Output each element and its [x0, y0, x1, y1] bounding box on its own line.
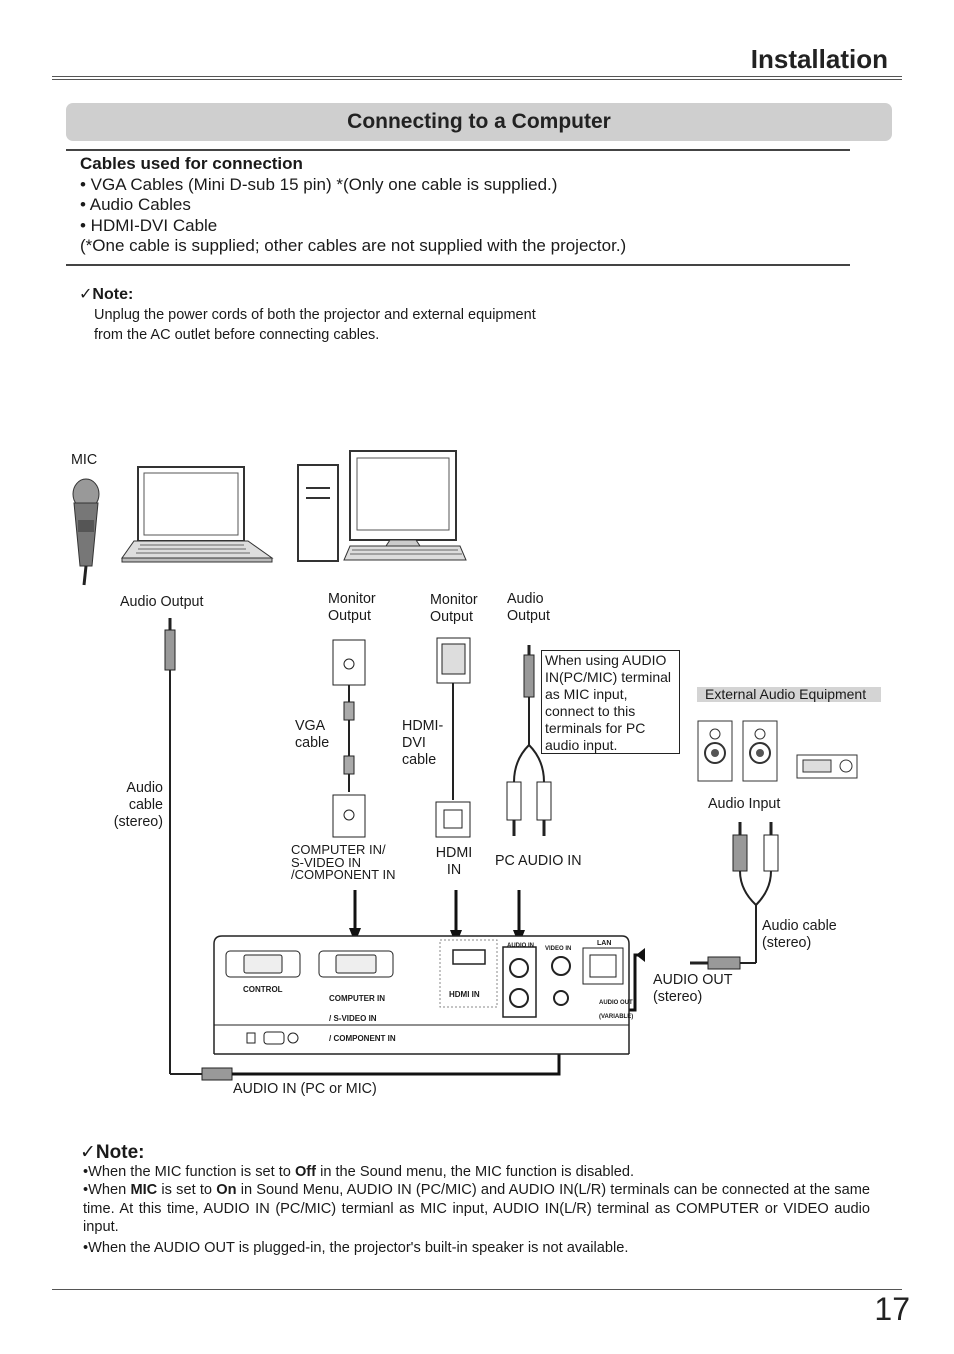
mic-callout-box: When using AUDIO IN(PC/MIC) terminal as …	[541, 650, 680, 754]
cables-rule-bottom	[66, 264, 850, 266]
note-bottom: ✓Note: •When the MIC function is set to …	[80, 1142, 870, 1257]
label-audio-input: Audio Input	[708, 796, 781, 812]
page-number: 17	[874, 1291, 910, 1327]
desktop-computer-icon	[297, 450, 467, 562]
section-title: Connecting to a Computer	[347, 110, 611, 133]
note-heading: ✓Note:	[80, 1142, 145, 1163]
panel-label-lan: LAN	[597, 940, 612, 947]
label-audio-cable-right: Audio cable (stereo)	[762, 918, 837, 951]
note-text: Unplug the power cords of both the proje…	[94, 307, 536, 343]
label-computer-in: COMPUTER IN/ S-VIDEO IN /COMPONENT IN	[291, 842, 396, 882]
label-mic: MIC	[71, 452, 98, 468]
note-item: •When the AUDIO OUT is plugged-in, the p…	[83, 1239, 629, 1256]
panel-label-hdmi: HDMI IN	[449, 990, 480, 999]
label-external-audio: External Audio Equipment	[697, 687, 881, 702]
label-monitor-output-2: Monitor Output	[430, 592, 478, 625]
label-hdmi-in: HDMI IN	[435, 845, 473, 878]
label-audio-cable-left: Audio cable (stereo)	[113, 780, 163, 830]
label-monitor-output-1: Monitor Output	[328, 591, 376, 624]
panel-label-audio-in: AUDIO IN	[507, 943, 534, 949]
cables-item: • HDMI-DVI Cable	[80, 215, 218, 235]
note-item: •When the MIC function is set to Off in …	[83, 1163, 635, 1180]
hdmi-dvi-cable	[435, 637, 471, 838]
vga-cable	[332, 639, 366, 838]
cables-heading: Cables used for connection	[80, 154, 303, 173]
label-vga-cable: VGA cable	[295, 718, 330, 751]
checkmark-icon: ✓	[80, 1142, 96, 1163]
note-heading: ✓Note:	[79, 286, 134, 303]
pc-audio-cable	[506, 645, 552, 836]
label-audio-in-bottom: AUDIO IN (PC or MIC)	[233, 1081, 377, 1097]
microphone-icon	[72, 478, 100, 586]
note-top: ✓Note: Unplug the power cords of both th…	[79, 284, 536, 345]
cables-item: (*One cable is supplied; other cables ar…	[80, 236, 627, 255]
label-audio-output-right: Audio Output	[507, 591, 550, 624]
speaker-icon	[697, 720, 778, 782]
audio-cable-right	[690, 822, 779, 970]
label-audio-output-left: Audio Output	[120, 594, 204, 610]
checkmark-icon: ✓	[79, 286, 93, 303]
page-header-title: Installation	[750, 44, 888, 74]
note-item: •When MIC is set to On in Sound Menu, AU…	[83, 1182, 870, 1235]
laptop-icon	[121, 466, 274, 563]
header-rule-top	[52, 76, 902, 77]
cables-list: Cables used for connection • VGA Cables …	[80, 154, 626, 257]
header-rule-bottom	[52, 79, 902, 80]
footer-rule	[52, 1289, 902, 1290]
label-audio-out: AUDIO OUT (stereo)	[653, 972, 733, 1005]
projector-panel	[213, 935, 630, 1055]
label-pc-audio-in: PC AUDIO IN	[495, 853, 582, 869]
panel-label-computer-in: COMPUTER IN / S-VIDEO IN / COMPONENT IN	[329, 994, 396, 1043]
panel-label-control: CONTROL	[243, 985, 283, 994]
panel-label-video-in: VIDEO IN	[545, 946, 572, 952]
label-hdmi-dvi-cable: HDMI- DVI cable	[402, 718, 444, 768]
cables-rule-top	[66, 149, 850, 151]
panel-label-audio-out: AUDIO OUT (VARIABLE)	[599, 1000, 634, 1020]
section-bar	[66, 103, 892, 141]
amplifier-icon	[796, 754, 858, 779]
cables-item: • VGA Cables (Mini D-sub 15 pin) *(Only …	[80, 174, 558, 194]
cables-item: • Audio Cables	[80, 195, 191, 214]
